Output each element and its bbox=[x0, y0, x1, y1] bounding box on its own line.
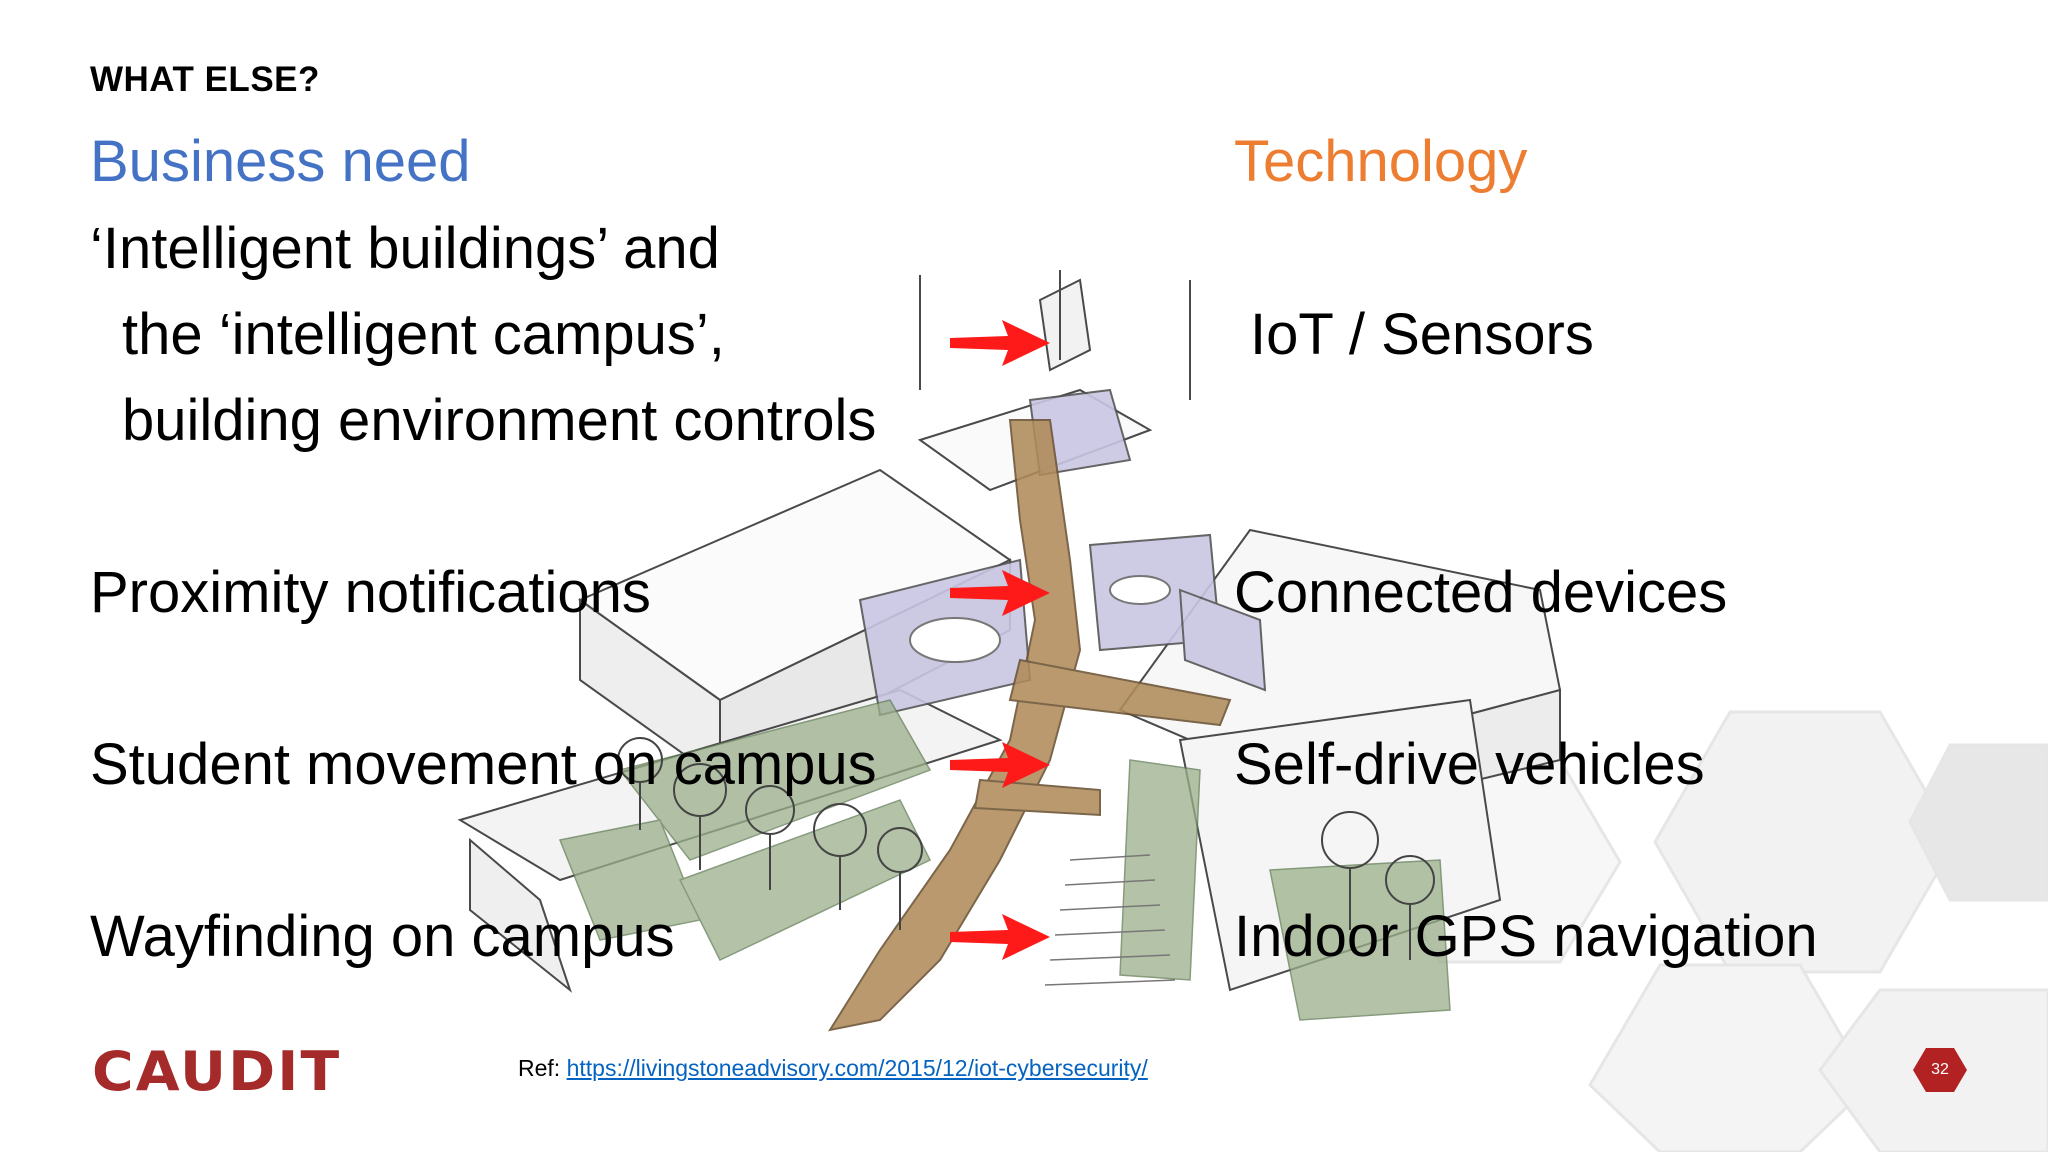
red-arrow-icon bbox=[950, 320, 1050, 366]
reference-label: Ref: bbox=[518, 1055, 567, 1081]
page-number: 32 bbox=[1931, 1061, 1949, 1078]
business-need-item: Student movement on campus bbox=[90, 732, 877, 797]
technology-item: Indoor GPS navigation bbox=[1234, 904, 1818, 969]
business-need-header: Business need bbox=[90, 129, 471, 194]
business-need-item: ‘Intelligent buildings’ and bbox=[90, 216, 720, 281]
slide-heading: WHAT ELSE? bbox=[90, 60, 320, 99]
red-arrow-icon bbox=[950, 914, 1050, 960]
red-arrow-icon bbox=[950, 742, 1050, 788]
technology-item: Connected devices bbox=[1234, 560, 1728, 625]
technology-item: Self-drive vehicles bbox=[1234, 732, 1705, 797]
technology-header: Technology bbox=[1234, 129, 1528, 194]
reference: Ref: https://livingstoneadvisory.com/201… bbox=[518, 1055, 1148, 1082]
caudit-logo: CAUDIT bbox=[92, 1040, 342, 1103]
page-number-badge-icon bbox=[1913, 1048, 1967, 1092]
red-arrow-icon bbox=[950, 570, 1050, 616]
business-need-item: the ‘intelligent campus’, bbox=[122, 302, 725, 367]
business-need-item: building environment controls bbox=[122, 388, 877, 453]
business-need-item: Proximity notifications bbox=[90, 560, 651, 625]
reference-link[interactable]: https://livingstoneadvisory.com/2015/12/… bbox=[566, 1055, 1148, 1081]
technology-item: IoT / Sensors bbox=[1250, 302, 1594, 367]
business-need-item: Wayfinding on campus bbox=[90, 904, 675, 969]
